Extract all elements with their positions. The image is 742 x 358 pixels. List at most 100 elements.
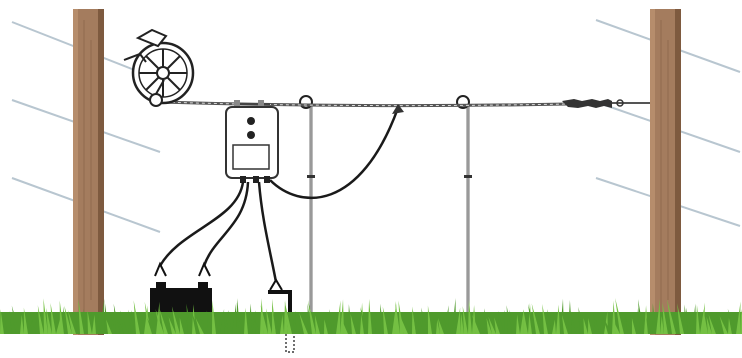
grass-blade xyxy=(460,313,464,334)
grass-blade xyxy=(92,314,96,334)
grass-blade xyxy=(248,303,252,334)
step-in-post-2 xyxy=(456,95,472,320)
grass-blade xyxy=(206,310,212,334)
grass-blade xyxy=(556,304,560,334)
grass-blade xyxy=(133,300,140,334)
grass-blade xyxy=(484,308,488,334)
grass-blade xyxy=(9,310,16,334)
grass-blade xyxy=(488,316,496,334)
grass-blade xyxy=(542,304,548,334)
grass-blade xyxy=(431,319,436,334)
grass-blade xyxy=(106,319,112,334)
grass-blade xyxy=(380,303,384,334)
grass-blade xyxy=(570,310,576,334)
grass-blade xyxy=(568,300,572,334)
wire-clip xyxy=(392,104,404,114)
grass-blade xyxy=(523,309,528,334)
grass-blade xyxy=(56,318,61,334)
grass-blade xyxy=(165,314,172,334)
grass-blade xyxy=(612,319,620,334)
grass-blade xyxy=(299,312,308,334)
grass-blade xyxy=(552,319,556,334)
grass-blade xyxy=(78,298,84,334)
grass-blade xyxy=(360,307,368,334)
grass-blade xyxy=(244,307,248,334)
grass-blade xyxy=(408,312,413,334)
grass-blade xyxy=(186,303,192,334)
fence-wire xyxy=(159,100,569,108)
grass-blade xyxy=(452,298,456,334)
grass-blade xyxy=(368,298,372,334)
grass-blade xyxy=(356,316,361,334)
grass-blade xyxy=(284,300,288,334)
grass-blade xyxy=(528,303,536,334)
grass-blade xyxy=(191,312,200,334)
grass-blade xyxy=(386,316,392,334)
grass-blade xyxy=(64,305,72,334)
grass-blade xyxy=(299,314,304,334)
grass-blade xyxy=(76,310,80,334)
grass-blade xyxy=(100,298,105,334)
grass-blade xyxy=(631,317,636,334)
grass-blade xyxy=(716,312,724,334)
grass-blade xyxy=(667,299,676,334)
grass-blade xyxy=(399,314,408,334)
grass-blade xyxy=(168,316,176,334)
grass-blade xyxy=(195,318,204,334)
grass-blade xyxy=(67,310,76,334)
grass-blade xyxy=(506,305,512,334)
grass-blade xyxy=(235,310,244,334)
grass-blade xyxy=(199,313,208,334)
ground-clip xyxy=(269,278,283,291)
grass-blade xyxy=(677,303,684,334)
grass-blade xyxy=(382,306,388,334)
grass-blade xyxy=(59,300,64,334)
grass-blade xyxy=(662,302,668,334)
grass-blade xyxy=(372,312,376,334)
grass-blade xyxy=(232,302,237,334)
grass-blade xyxy=(3,314,8,334)
grass-blade xyxy=(417,313,424,334)
grass-blade xyxy=(685,307,692,334)
wire-reel xyxy=(123,28,195,107)
grass-blade xyxy=(727,308,736,334)
grass-blade xyxy=(644,305,648,334)
grass-blade xyxy=(23,307,28,334)
grass-blade xyxy=(477,318,484,334)
grass-blade xyxy=(350,313,356,334)
grass-blade xyxy=(656,298,660,334)
fence-post-right xyxy=(650,9,681,335)
grass-blade xyxy=(216,317,220,334)
battery-clips xyxy=(154,261,211,277)
grass-blade xyxy=(456,307,461,334)
grass-blade xyxy=(104,303,108,334)
grass-blade xyxy=(159,309,168,334)
grass-blade xyxy=(227,310,232,334)
grass-blade xyxy=(696,304,700,334)
grass-blade xyxy=(329,309,336,334)
grass-blade xyxy=(87,310,92,334)
grass-blade xyxy=(147,318,156,334)
grass-blade xyxy=(284,301,292,334)
grass-blade xyxy=(578,307,584,334)
grass-blade xyxy=(719,316,728,334)
grass-blade xyxy=(625,317,632,334)
grass-blade xyxy=(593,314,600,334)
grass xyxy=(0,298,742,334)
grass-blade xyxy=(562,314,568,334)
grass-blade xyxy=(504,309,508,334)
grass-blade xyxy=(638,299,644,334)
grass-blade xyxy=(348,304,352,334)
grass-blade xyxy=(576,316,580,334)
grass-blade xyxy=(224,309,229,334)
grass-blade xyxy=(212,300,216,334)
grass-blade xyxy=(713,316,720,334)
grass-blade xyxy=(83,309,88,334)
grass-blade xyxy=(666,314,672,334)
grass-blade xyxy=(692,303,696,334)
grass-blade xyxy=(179,317,184,334)
grass-blade xyxy=(421,307,428,334)
grass-blade xyxy=(624,315,628,334)
grass-blade xyxy=(468,299,472,334)
grass-blade xyxy=(646,317,652,334)
